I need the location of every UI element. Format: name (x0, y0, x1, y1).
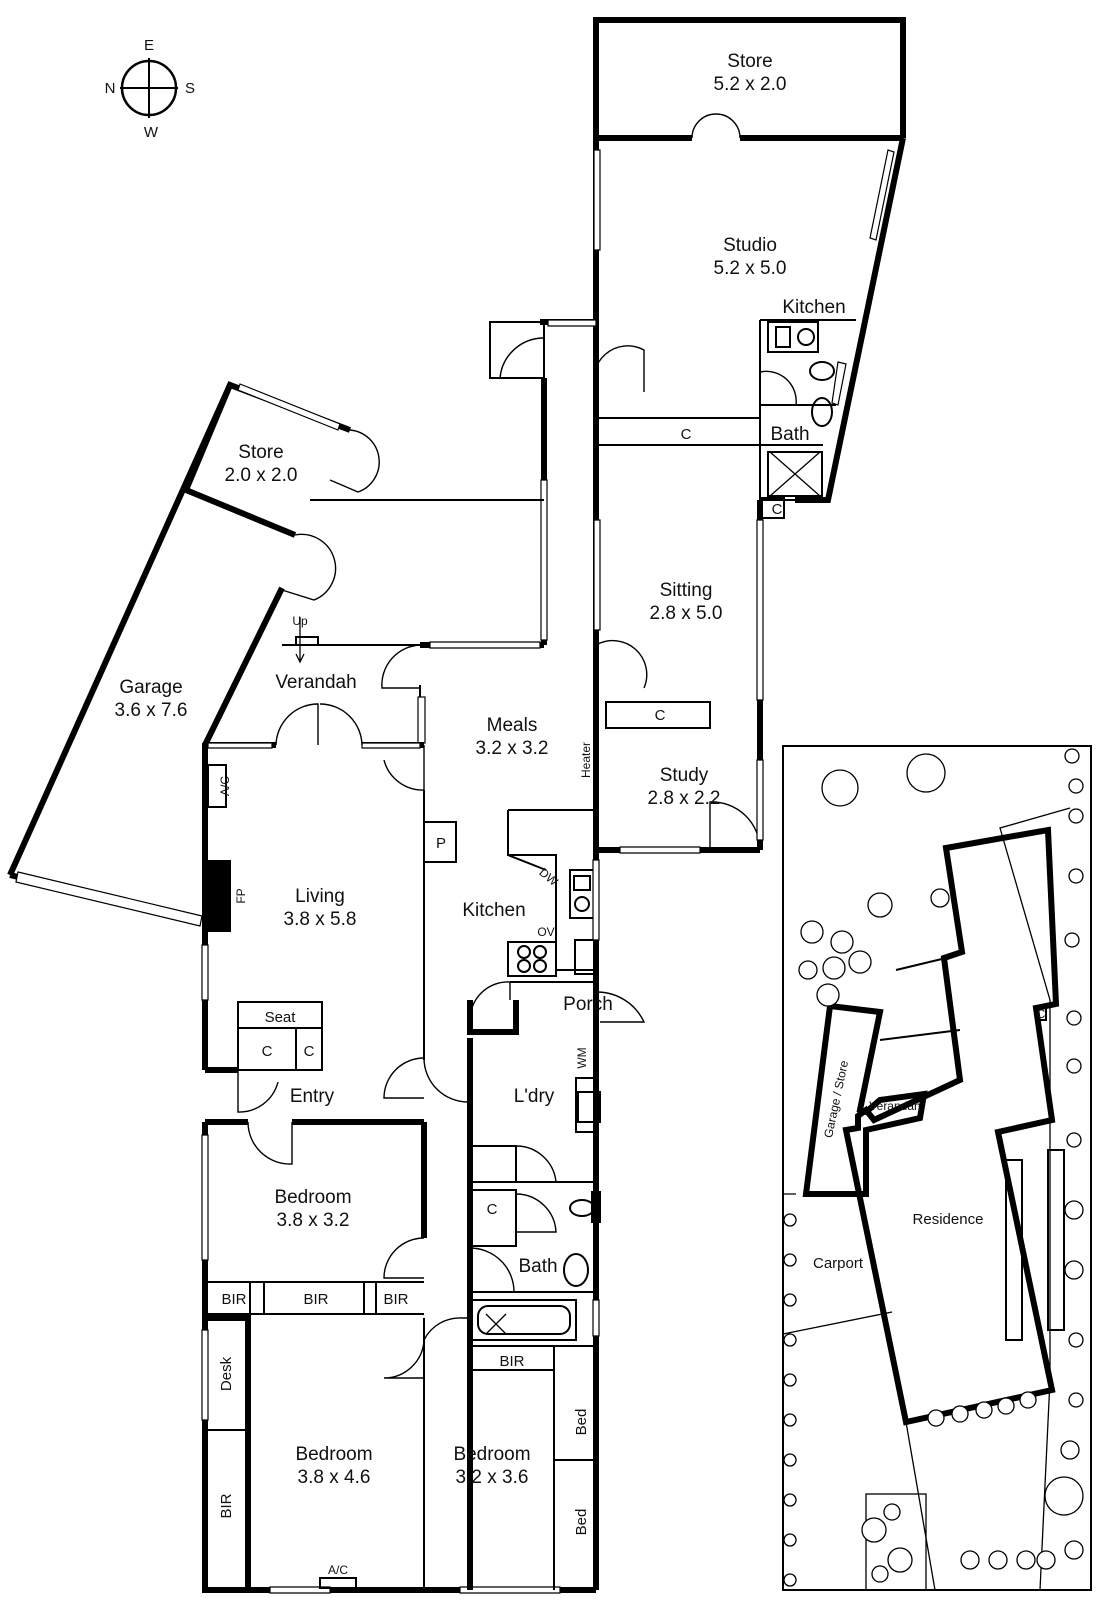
meals-size: 3.2 x 3.2 (476, 738, 549, 759)
studio-cupboard-2: C (772, 501, 783, 518)
kitchen-label: Kitchen (462, 900, 525, 921)
bir-5: BIR (218, 1493, 235, 1518)
ac-label-living: A/C (218, 776, 232, 796)
site-carport: Carport (813, 1255, 864, 1272)
compass-w: W (144, 124, 159, 141)
bir-1: BIR (221, 1291, 246, 1308)
studio-kitchen-label: Kitchen (782, 297, 845, 318)
bedroom2-size: 3.8 x 4.6 (298, 1467, 371, 1488)
living-size: 3.8 x 5.8 (284, 909, 357, 930)
up-label: Up (292, 614, 308, 628)
entry-cupboard-2: C (304, 1043, 315, 1060)
garage-name: Garage (119, 677, 182, 698)
bed-label-2: Bed (573, 1509, 590, 1536)
bedroom3-name: Bedroom (453, 1444, 530, 1465)
oven-label: OV (537, 925, 554, 939)
living-name: Living (295, 886, 345, 907)
site-verandah: Verandah (869, 1099, 920, 1113)
bath-label: Bath (518, 1256, 557, 1277)
study-size: 2.8 x 2.2 (648, 788, 721, 809)
study-name: Study (660, 765, 709, 786)
bed-label-1: Bed (573, 1409, 590, 1436)
entry-cupboard-1: C (262, 1043, 273, 1060)
verandah-label: Verandah (275, 672, 356, 693)
fireplace-label: FP (234, 888, 248, 903)
desk-label: Desk (218, 1356, 235, 1391)
room-labels: Store 5.2 x 2.0 Studio 5.2 x 5.0 Kitchen… (115, 51, 846, 1577)
bir-4: BIR (499, 1353, 524, 1370)
studio-size: 5.2 x 5.0 (714, 258, 787, 279)
bir-2: BIR (303, 1291, 328, 1308)
study-cupboard: C (655, 707, 666, 724)
studio-cupboard: C (681, 426, 692, 443)
store-left-name: Store (238, 442, 283, 463)
compass: E N S W (105, 37, 195, 141)
site-residence: Residence (913, 1211, 984, 1228)
store-top-size: 5.2 x 2.0 (714, 74, 787, 95)
store-left-size: 2.0 x 2.0 (225, 465, 298, 486)
laundry-cupboard: C (487, 1201, 498, 1218)
heater-label: Heater (579, 742, 593, 778)
studio-bath-label: Bath (770, 424, 809, 445)
site-plan (782, 745, 1092, 1591)
pantry-label: P (436, 835, 446, 852)
studio-wing-walls (593, 17, 906, 854)
compass-e: E (144, 37, 154, 54)
washing-machine-label: WM (575, 1047, 589, 1068)
compass-s: S (185, 80, 195, 97)
bedroom2-name: Bedroom (295, 1444, 372, 1465)
laundry-label: L'dry (514, 1086, 555, 1107)
studio-name: Studio (723, 235, 777, 256)
site-cupboard: C (1037, 1007, 1046, 1021)
meals-name: Meals (487, 715, 538, 736)
compass-n: N (105, 80, 116, 97)
porch-label: Porch (563, 994, 613, 1015)
bedroom3-size: 3.2 x 3.6 (456, 1467, 529, 1488)
sitting-name: Sitting (660, 580, 713, 601)
store-top-name: Store (727, 51, 772, 72)
seat-label: Seat (265, 1009, 297, 1026)
bedroom1-size: 3.8 x 3.2 (277, 1210, 350, 1231)
ac-label-bedroom: A/C (328, 1563, 348, 1577)
bir-3: BIR (383, 1291, 408, 1308)
main-house-walls (7, 319, 646, 1594)
sitting-size: 2.8 x 5.0 (650, 603, 723, 624)
entry-label: Entry (290, 1086, 335, 1107)
bedroom1-name: Bedroom (274, 1187, 351, 1208)
garage-size: 3.6 x 7.6 (115, 700, 188, 721)
